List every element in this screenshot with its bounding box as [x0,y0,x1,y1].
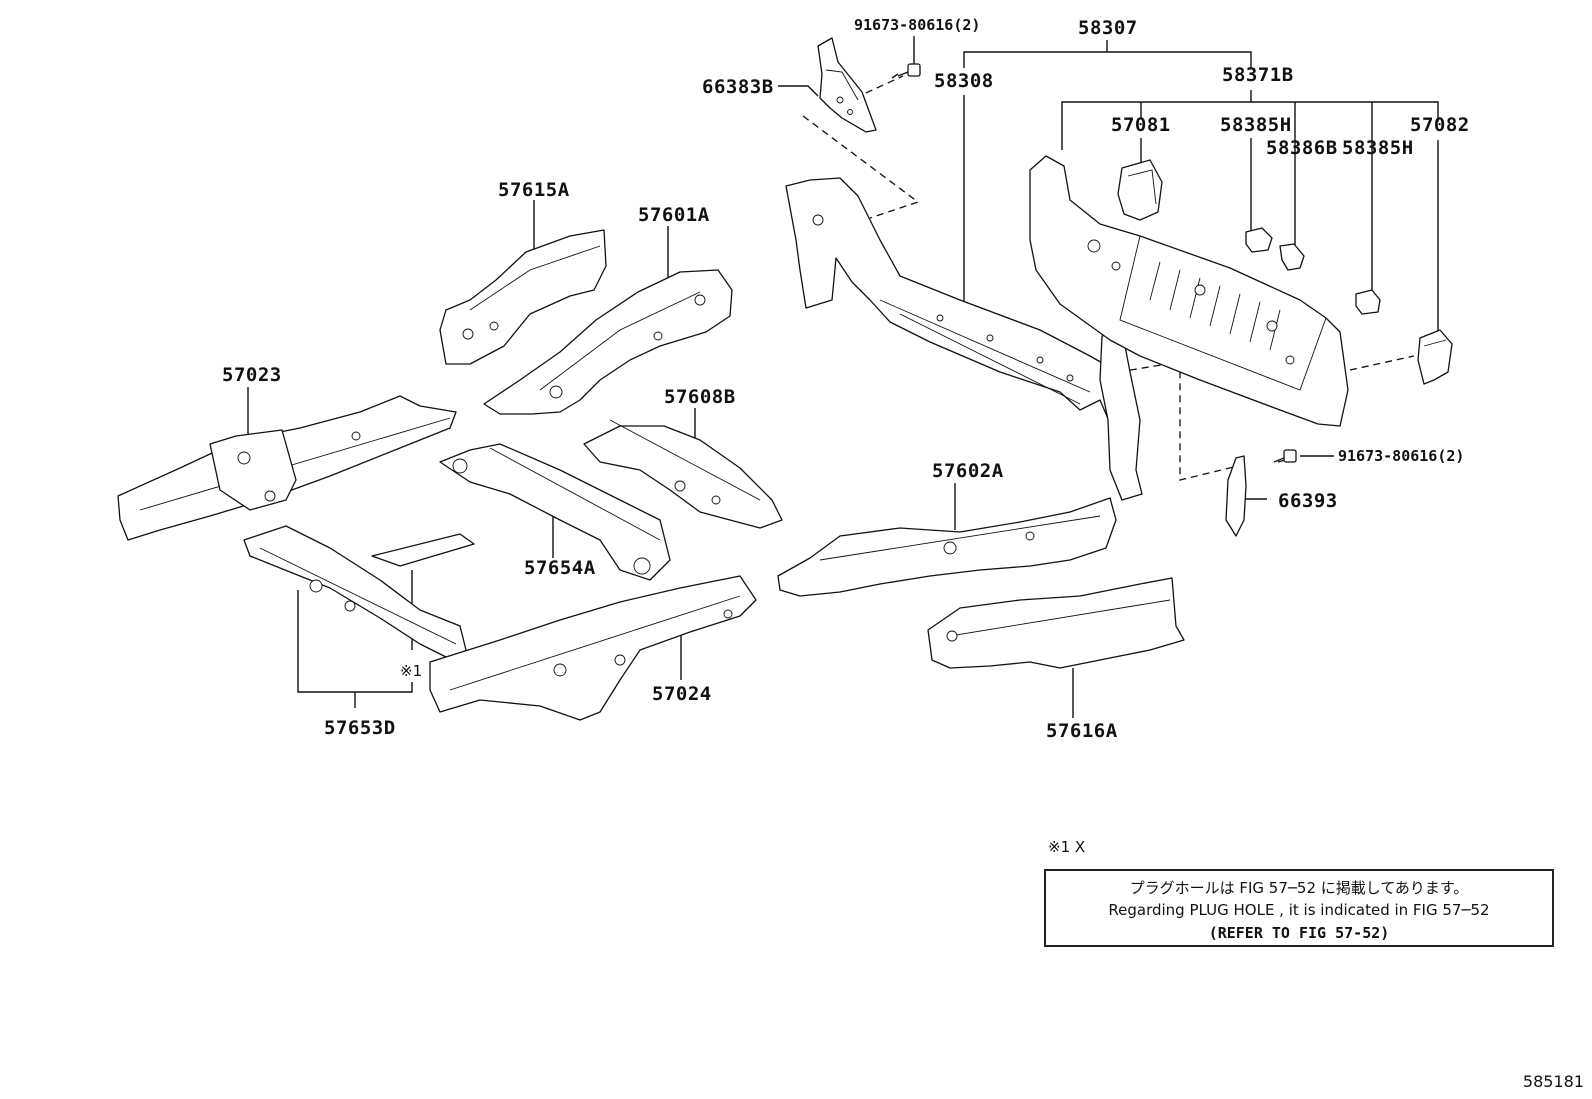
label-57602A: 57602A [932,460,1004,482]
label-57653D: 57653D [324,717,396,739]
part-57082 [1417,329,1453,385]
part-57081 [1117,159,1163,221]
part-58371B [1029,155,1349,427]
label-57616A: 57616A [1046,720,1118,742]
note-box: プラグホールは FIG 57─52 に掲載してあります。 Regarding P… [1044,869,1554,947]
label-57601A: 57601A [638,204,710,226]
part-66393 [1225,455,1247,537]
leader-lines [247,36,1439,718]
bolt-91673-right [1273,449,1297,463]
label-57023: 57023 [222,364,282,386]
label-57082: 57082 [1410,114,1470,136]
label-58371B: 58371B [1222,64,1294,86]
part-57023 [117,395,457,541]
note-japanese-text: プラグホールは FIG 57─52 に掲載してあります。 [1129,879,1469,897]
label-58385H-b: 58385H [1342,137,1414,159]
part-57615A [439,229,607,365]
note-reference-mark: ※1 X [1048,838,1086,856]
part-57616A [927,577,1185,669]
part-58308 [785,177,1143,501]
label-58307: 58307 [1078,17,1138,39]
label-58386B: 58386B [1266,137,1338,159]
label-57654A: 57654A [524,557,596,579]
part-57601A [483,269,733,415]
label-91673-top: 91673-80616(2) [854,16,980,34]
clips [1245,227,1381,315]
diagram-id: 585181 [1522,1072,1584,1091]
label-mark1: ※1 [400,662,422,680]
label-57024: 57024 [652,683,712,705]
label-58308: 58308 [934,70,994,92]
part-57653D [243,525,475,661]
part-66383B [817,37,877,133]
part-57608B [583,419,783,529]
label-66383B: 66383B [702,76,774,98]
label-58385H-a: 58385H [1220,114,1292,136]
label-57081: 57081 [1111,114,1171,136]
part-57654A [439,443,671,581]
label-66393: 66393 [1278,490,1338,512]
note-refer-text: (REFER TO FIG 57-52) [1208,924,1390,942]
part-labels: 91673-80616(2) 58307 66383B 58308 58371B… [222,16,1470,742]
label-57615A: 57615A [498,179,570,201]
note-english-text: Regarding PLUG HOLE , it is indicated in… [1108,901,1490,919]
label-57608B: 57608B [664,386,736,408]
part-57024 [429,575,757,721]
bolt-91673-top [891,63,921,79]
part-57602A [777,497,1117,597]
label-91673-right: 91673-80616(2) [1338,447,1464,465]
